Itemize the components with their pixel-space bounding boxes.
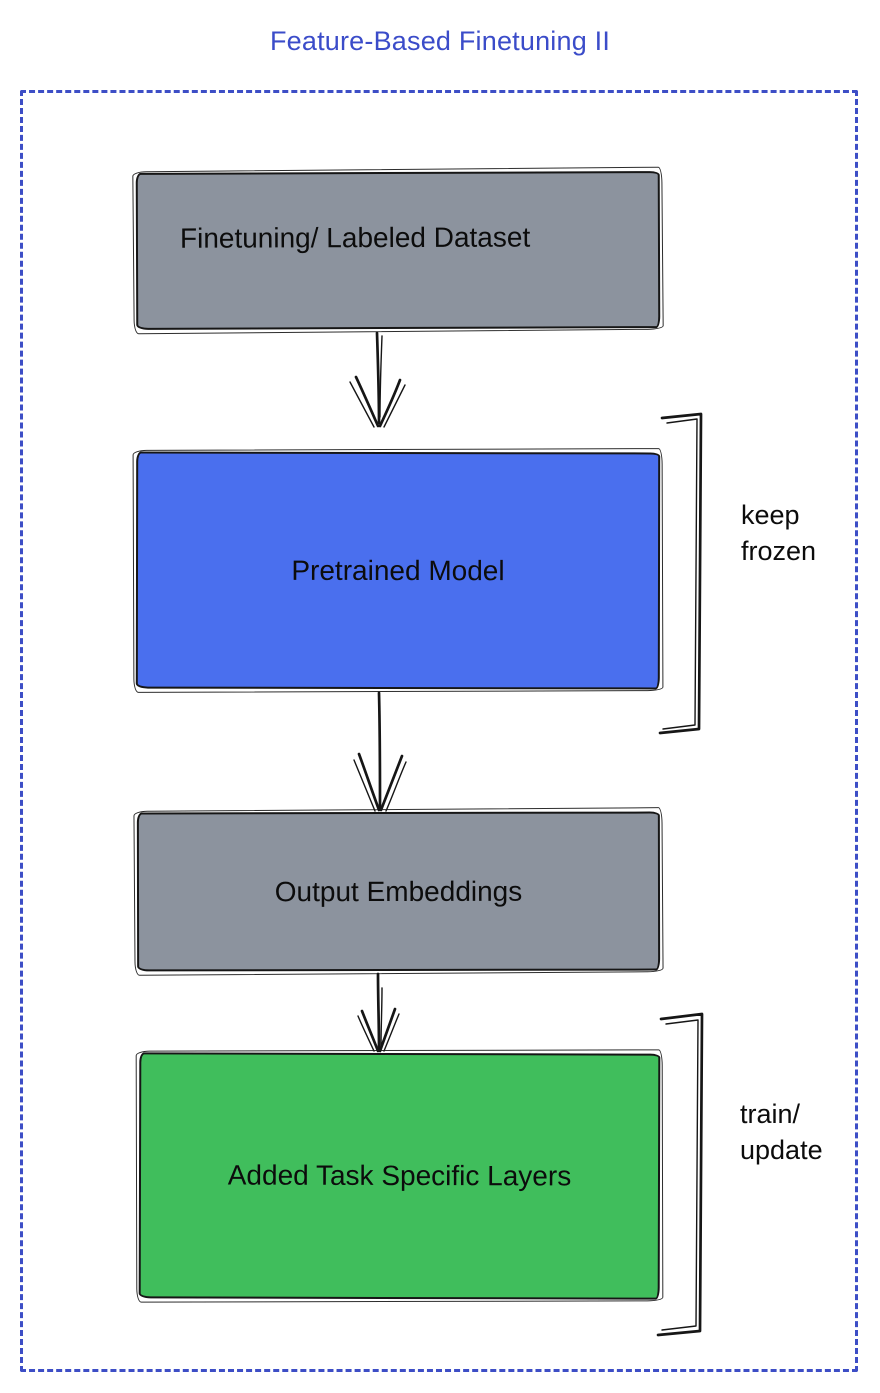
node-output-embeddings: Output Embeddings <box>136 811 661 972</box>
annotation-train-update: train/ update <box>740 1096 823 1168</box>
annotation-line: train/ <box>740 1099 801 1129</box>
annotation-line: keep <box>741 500 800 530</box>
node-label: Added Task Specific Layers <box>227 1159 572 1192</box>
annotation-line: update <box>740 1135 823 1165</box>
diagram-dashed-frame <box>20 90 858 1372</box>
diagram-title: Feature-Based Finetuning II <box>269 26 611 56</box>
node-label: Pretrained Model <box>291 554 505 586</box>
node-label: Output Embeddings <box>274 875 523 907</box>
annotation-keep-frozen: keep frozen <box>741 497 816 569</box>
node-added-task-specific-layers: Added Task Specific Layers <box>138 1052 661 1300</box>
node-finetuning-dataset: Finetuning/ Labeled Dataset <box>135 171 661 330</box>
node-pretrained-model: Pretrained Model <box>135 451 661 690</box>
annotation-line: frozen <box>741 536 817 566</box>
node-label: Finetuning/ Labeled Dataset <box>179 221 531 254</box>
